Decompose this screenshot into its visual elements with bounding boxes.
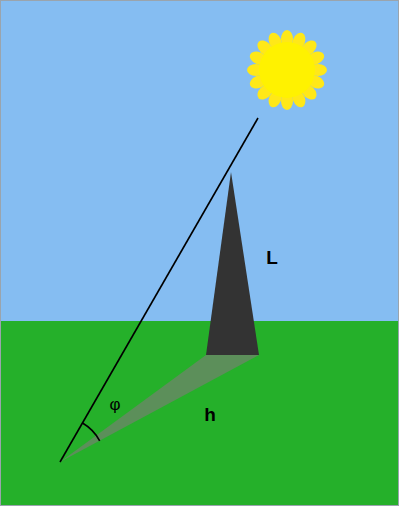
label-holder: h xyxy=(204,405,216,425)
sun-core xyxy=(259,42,315,98)
ground xyxy=(0,321,399,506)
shadow xyxy=(60,355,259,462)
length-label: L xyxy=(266,247,278,268)
sun-ray xyxy=(60,118,258,462)
angle-arc xyxy=(83,423,100,441)
shadow-label: h xyxy=(204,404,216,425)
angle-label: φ xyxy=(109,395,120,414)
obelisk xyxy=(206,172,259,355)
sun xyxy=(247,30,327,110)
label-holder: φ xyxy=(109,396,120,414)
sky xyxy=(0,0,399,321)
label-holder: L xyxy=(266,248,278,268)
